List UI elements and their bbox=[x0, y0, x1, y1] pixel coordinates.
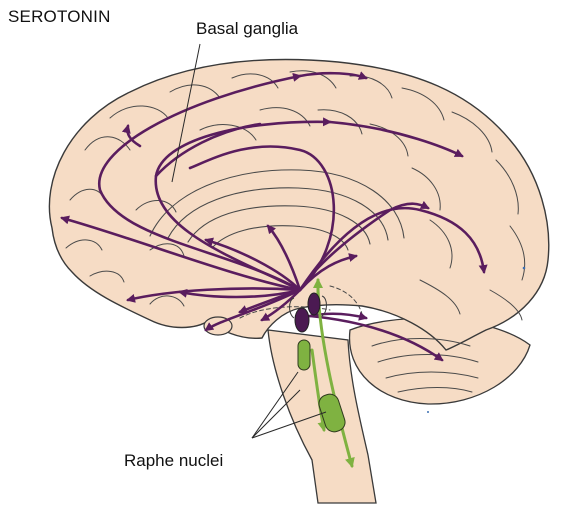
basal-ganglia-label: Basal ganglia bbox=[196, 19, 299, 38]
projection-parietal bbox=[188, 145, 336, 292]
brain-outline bbox=[48, 58, 550, 504]
projection-hypothalamic-1 bbox=[178, 288, 302, 299]
raphe-nuclei-group bbox=[289, 292, 346, 433]
serotonin-projections bbox=[60, 71, 488, 362]
projection-inner-arch bbox=[154, 122, 262, 178]
projection-temporal bbox=[298, 200, 430, 292]
speck-dot bbox=[522, 266, 526, 270]
basal-ganglia-leader bbox=[171, 43, 201, 183]
raphe-nuclei-label: Raphe nuclei bbox=[124, 451, 223, 470]
projection-basal-loop bbox=[204, 237, 302, 292]
raphe-nucleus-caudal-1 bbox=[297, 339, 311, 371]
projection-superior-front bbox=[121, 124, 142, 148]
projection-top-right bbox=[298, 71, 368, 80]
projection-superior-arch bbox=[97, 72, 302, 292]
projection-mid-right bbox=[298, 253, 358, 292]
projection-posterior-arch bbox=[298, 206, 488, 292]
projection-lower-frontal bbox=[126, 287, 302, 303]
projection-lower-medial bbox=[238, 288, 302, 314]
projection-down-left bbox=[260, 288, 302, 322]
projection-thalamic bbox=[266, 224, 302, 292]
diagram-title: SEROTONIN bbox=[8, 7, 111, 26]
raphe-leader-3 bbox=[251, 411, 327, 439]
projection-occipital bbox=[328, 120, 464, 158]
projection-cerebellar bbox=[308, 314, 444, 362]
raphe-nucleus-rostral-1 bbox=[294, 307, 310, 333]
speck-dot bbox=[427, 411, 429, 413]
raphe-leader-1 bbox=[251, 371, 299, 439]
projection-hypothalamic-2 bbox=[204, 288, 302, 332]
descending-pathway-branch bbox=[310, 348, 328, 432]
projection-frontal-pole bbox=[60, 215, 302, 292]
label-leader-lines bbox=[171, 43, 327, 439]
raphe-nucleus-caudal-2 bbox=[318, 393, 346, 433]
raphe-nucleus-rostral-2 bbox=[307, 292, 321, 316]
raphe-leader-2 bbox=[251, 389, 301, 439]
